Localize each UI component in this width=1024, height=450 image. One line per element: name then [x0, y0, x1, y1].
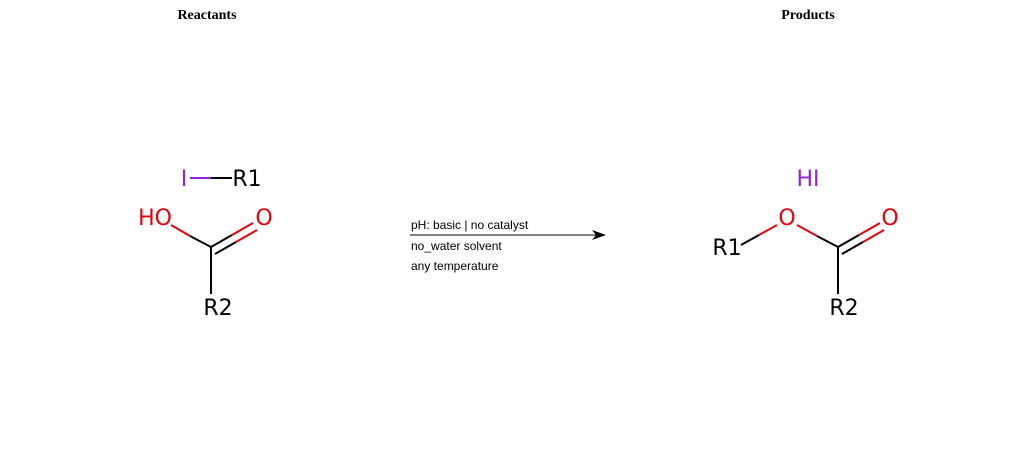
- bond-r1-o-carbon-half: [740, 234, 760, 246]
- bond-ho-c-carbon-half: [189, 235, 212, 248]
- bond-r1-o-oxygen-half: [758, 224, 778, 236]
- bond-o-c-carbon-half: [816, 235, 839, 248]
- ester-r2-group-label: R2: [829, 296, 858, 321]
- carbonyl-oxygen-atom: O: [255, 206, 272, 231]
- bond-ester-co-double-1-carbon-half: [837, 234, 860, 248]
- bond-ester-co-double-2-oxygen-half: [862, 229, 885, 243]
- hydrogen-iodide-molecule: HI: [796, 167, 819, 192]
- r1-group-label: R1: [232, 167, 261, 192]
- ester-r1-group-label: R1: [712, 236, 741, 261]
- bond-ester-co-double-1-oxygen-half: [858, 222, 881, 236]
- reaction-arrow-group: pH: basic | no catalyst no_water solvent…: [410, 218, 606, 273]
- bond-ho-c-oxygen-half: [170, 224, 191, 237]
- reactants-title: Reactants: [177, 8, 237, 23]
- condition-solvent: no_water solvent: [411, 239, 502, 253]
- ester-carbonyl-oxygen-atom: O: [881, 206, 898, 231]
- carboxylic-acid-molecule: HO O R2: [138, 206, 273, 321]
- hydroxyl-group-label: HO: [138, 206, 172, 231]
- bond-o-c-oxygen-half: [796, 224, 818, 237]
- r2-group-label: R2: [203, 296, 232, 321]
- alkyl-iodide-molecule: I R1: [181, 167, 262, 192]
- bond-co-double-2-oxygen-half: [235, 229, 258, 243]
- condition-temperature: any temperature: [411, 259, 499, 273]
- bond-co-double-2-carbon-half: [214, 241, 237, 255]
- bond-co-double-1-carbon-half: [210, 234, 233, 248]
- bond-ester-co-double-2-carbon-half: [841, 241, 864, 255]
- ester-molecule: R1 O O R2: [712, 206, 898, 321]
- ester-oxygen-atom: O: [778, 206, 795, 231]
- products-title: Products: [781, 8, 835, 23]
- iodine-atom: I: [181, 167, 188, 192]
- condition-ph-catalyst: pH: basic | no catalyst: [411, 218, 529, 232]
- bond-co-double-1-oxygen-half: [231, 222, 254, 236]
